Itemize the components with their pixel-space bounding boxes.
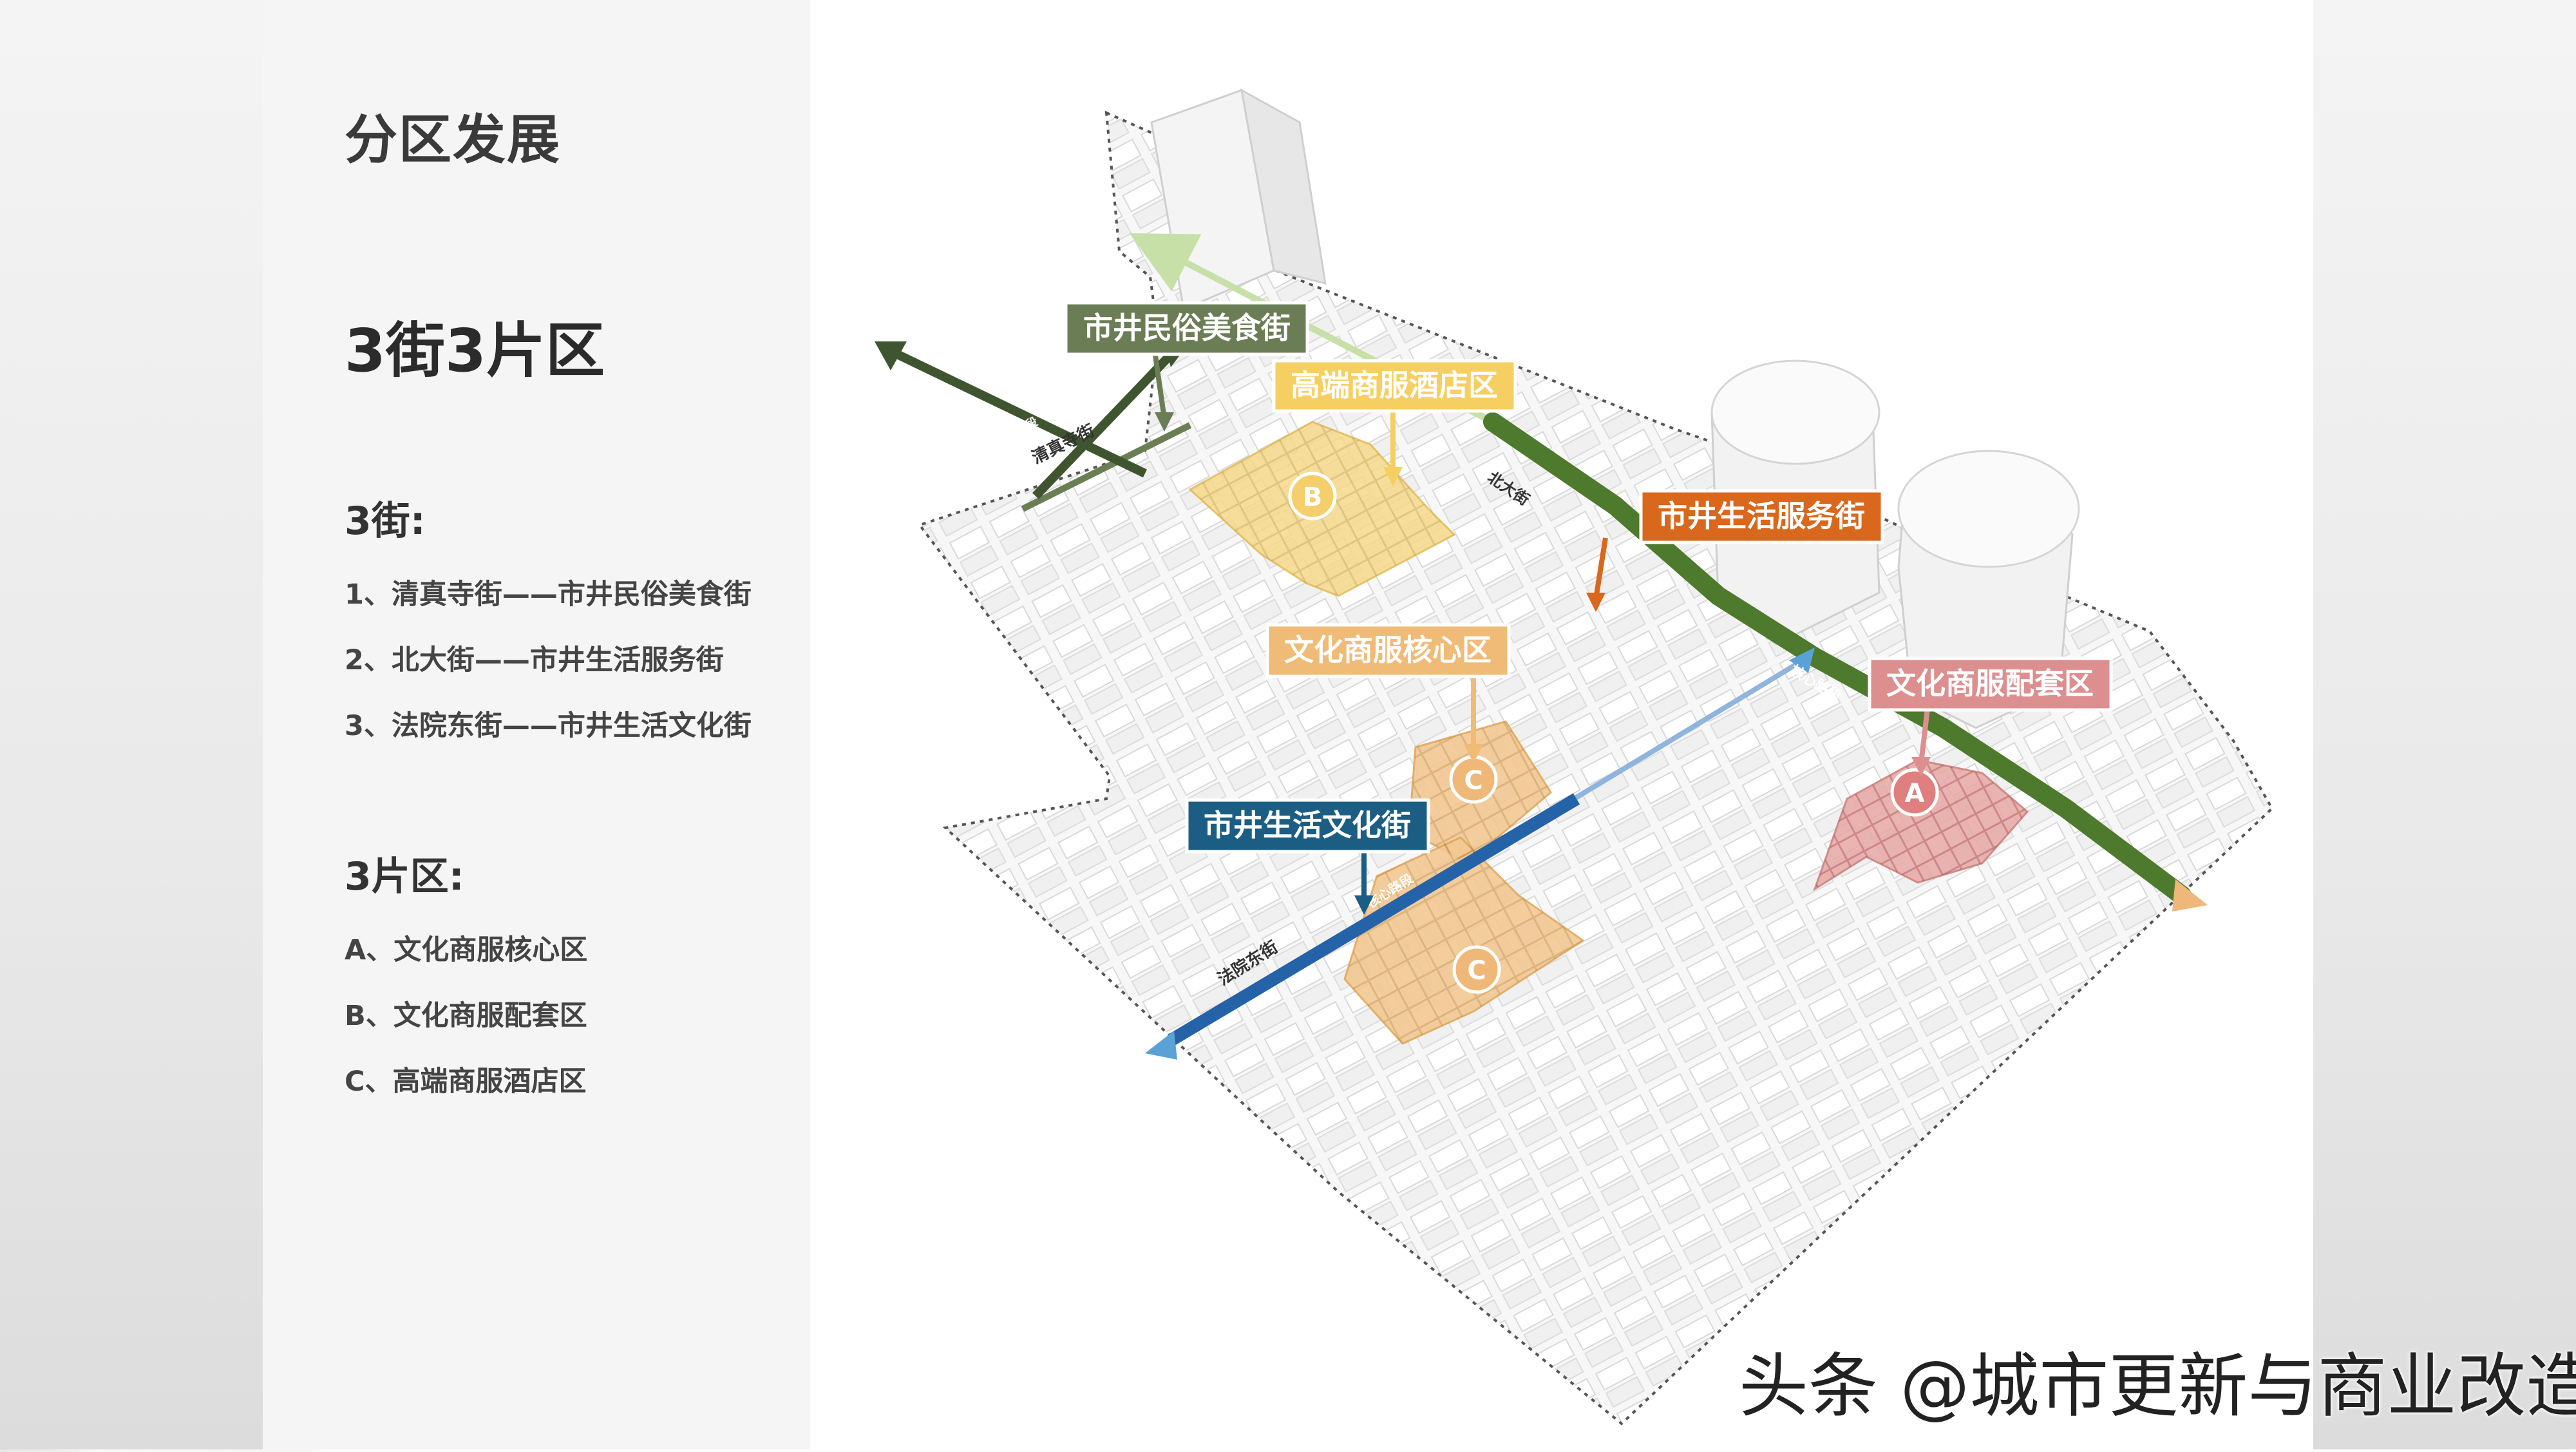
streets-heading: 3街: <box>345 499 426 544</box>
watermark: 头条 @城市更新与商业改造 <box>1739 1346 2576 1427</box>
svg-text:C: C <box>1464 766 1482 796</box>
svg-text:C: C <box>1467 956 1486 986</box>
callout-core-zone: 文化商服核心区 <box>1265 623 1511 678</box>
callout-food-street: 市井民俗美食街 <box>1064 301 1309 356</box>
qingzhensi-street <box>875 341 1192 512</box>
marker-a: A <box>1890 768 1939 817</box>
svg-text:市井民俗美食街: 市井民俗美食街 <box>1083 310 1291 345</box>
site-boundary <box>917 110 2274 1426</box>
zones-heading: 3片区: <box>345 854 464 899</box>
slide: 分区发展 3街3片区 3街: 1、清真寺街——市井民俗美食街 2、北大街——市井… <box>263 0 2313 1449</box>
callout-pointers <box>1152 350 1931 915</box>
site-diagram: 清真寺街 核心路段 北大街 核心路段 法院东街 核心路段 B C C A <box>810 0 2313 1449</box>
streets-list: 1、清真寺街——市井民俗美食街 2、北大街——市井生活服务街 3、法院东街——市… <box>345 562 752 759</box>
marker-c-north: C <box>1449 755 1498 804</box>
svg-text:B: B <box>1303 482 1323 512</box>
callout-support-zone: 文化商服配套区 <box>1868 656 2113 712</box>
page-subtitle: 3街3片区 <box>345 316 605 385</box>
svg-text:A: A <box>1905 779 1925 808</box>
page-title: 分区发展 <box>345 110 562 171</box>
map-label-core-qz: 核心路段 <box>992 414 1041 448</box>
svg-text:市井生活文化街: 市井生活文化街 <box>1204 808 1411 843</box>
outer-frame-right <box>2313 0 2576 1449</box>
svg-text:文化商服配套区: 文化商服配套区 <box>1886 666 2094 701</box>
zone-item-a: A、文化商服核心区 <box>345 934 588 966</box>
marker-b: B <box>1288 472 1337 521</box>
tower-northwest <box>1150 88 1327 311</box>
callout-service-street: 市井生活服务街 <box>1639 489 1884 544</box>
beida-street <box>1483 412 2192 905</box>
svg-text:高端商服酒店区: 高端商服酒店区 <box>1291 368 1498 403</box>
zone-item-b: B、文化商服配套区 <box>345 1000 587 1032</box>
street-item-3: 3、法院东街——市井生活文化街 <box>345 710 752 742</box>
svg-text:市井生活服务街: 市井生活服务街 <box>1658 499 1865 533</box>
callout-hotel-zone: 高端商服酒店区 <box>1272 359 1517 413</box>
zone-item-c: C、高端商服酒店区 <box>345 1065 587 1098</box>
street-item-1: 1、清真寺街——市井民俗美食街 <box>345 578 752 611</box>
beida-arrow <box>2172 879 2208 912</box>
marker-c-south: C <box>1452 945 1501 994</box>
outer-frame-left <box>0 0 263 1449</box>
site-map: 清真寺街 核心路段 北大街 核心路段 法院东街 核心路段 B C C A <box>875 88 2274 1426</box>
callout-culture-street: 市井生活文化街 <box>1185 798 1430 854</box>
left-panel: 分区发展 3街3片区 3街: 1、清真寺街——市井民俗美食街 2、北大街——市井… <box>263 0 810 1449</box>
svg-text:文化商服核心区: 文化商服核心区 <box>1284 633 1492 667</box>
zones-list: A、文化商服核心区 B、文化商服配套区 C、高端商服酒店区 <box>345 917 587 1114</box>
street-item-2: 2、北大街——市井生活服务街 <box>345 644 724 676</box>
